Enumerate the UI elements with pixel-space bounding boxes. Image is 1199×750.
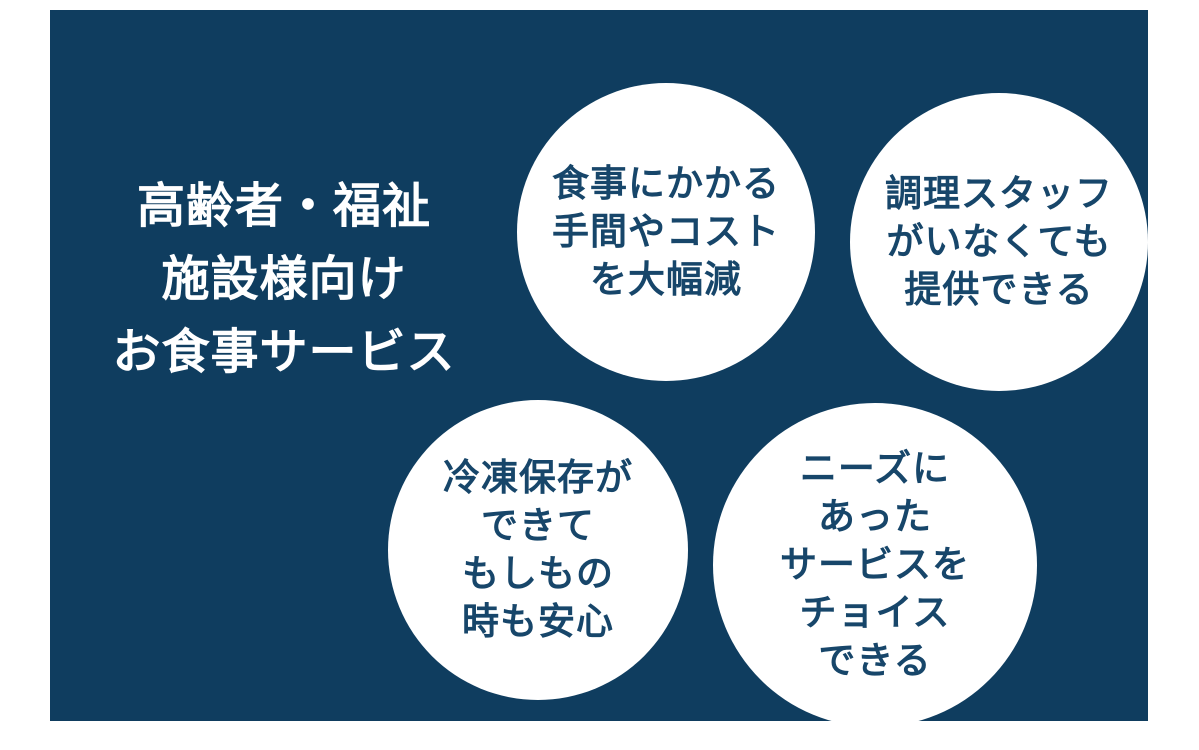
page-title-line-3: お食事サービス (112, 326, 456, 379)
benefit-line: できる (818, 640, 932, 681)
benefit-line: できて (481, 505, 595, 546)
benefit-circle-service-choice: ニーズに あった サービスを チョイス できる (713, 403, 1037, 727)
benefit-line: がいなくても (886, 221, 1112, 262)
benefit-line: あった (818, 496, 932, 537)
page-title-line-1: 高齢者・福祉 (136, 180, 431, 233)
benefit-line: 冷凍保存が (443, 457, 633, 498)
benefit-line: 提供できる (904, 269, 1094, 310)
benefit-line: 時も安心 (462, 601, 614, 642)
benefit-circle-frozen-storage: 冷凍保存が できて もしもの 時も安心 (388, 400, 688, 700)
benefit-line: 手間やコスト (552, 211, 780, 252)
benefit-line: 調理スタッフ (885, 173, 1113, 214)
benefit-circle-cost-reduction: 食事にかかる 手間やコスト を大幅減 (517, 83, 815, 381)
benefit-line: を大幅減 (590, 259, 742, 300)
benefit-line: もしもの (462, 553, 614, 594)
page-title-line-2: 施設様向け (161, 253, 407, 306)
benefit-circle-no-cooking-staff: 調理スタッフ がいなくても 提供できる (850, 93, 1148, 391)
benefit-line: ニーズに (799, 448, 951, 489)
page-title: 高齢者・福祉 施設様向け お食事サービス (84, 170, 484, 389)
benefit-line: 食事にかかる (552, 163, 780, 204)
benefit-line: チョイス (799, 592, 951, 633)
benefit-line: サービスを (780, 544, 970, 585)
